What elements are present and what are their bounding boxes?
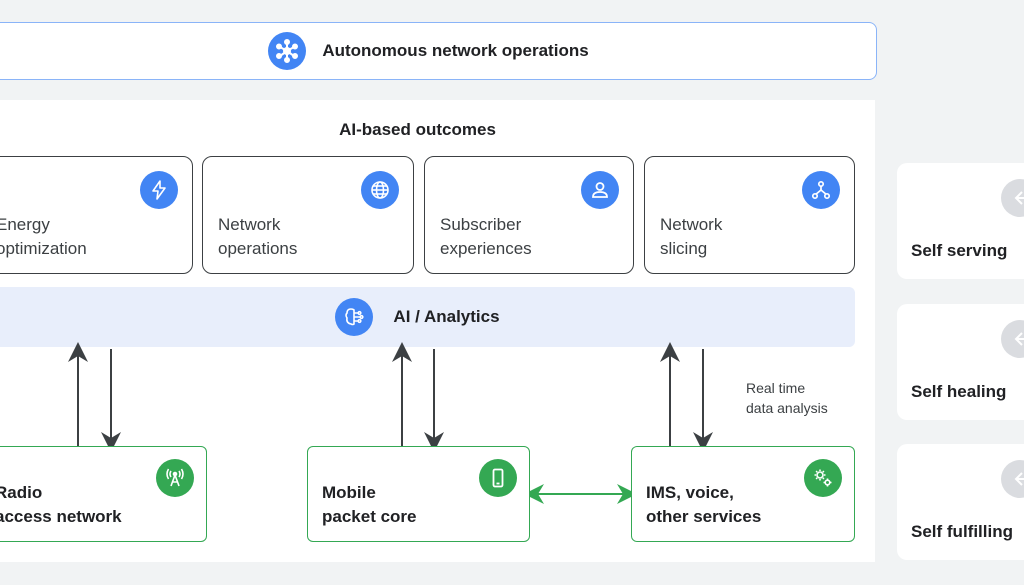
side-card-self-healing: Self healing <box>897 304 1024 420</box>
side-card-self-fulfilling: Self fulfilling <box>897 444 1024 560</box>
outcome-card-network-operations: Network operations <box>202 156 414 274</box>
hub-icon <box>268 32 307 70</box>
infra-card-ims: IMS, voice, other services <box>631 446 855 542</box>
side-card-self-serving: Self serving <box>897 163 1024 279</box>
arrow-left-icon <box>1001 460 1024 498</box>
ai-analytics-band: AI / Analytics <box>0 287 855 347</box>
globe-icon <box>361 171 399 209</box>
arrow-left-icon <box>1001 320 1024 358</box>
outcome-label: Energy optimization <box>0 215 87 258</box>
real-time-label: Real time data analysis <box>746 380 828 416</box>
antenna-icon <box>156 459 194 497</box>
banner-title: Autonomous network operations <box>322 41 589 60</box>
infra-card-radio: Radio access network <box>0 446 207 542</box>
analytics-title: AI / Analytics <box>393 307 500 326</box>
infra-label: Mobile packet core <box>322 483 417 526</box>
side-card-label: Self healing <box>911 382 1007 401</box>
phone-icon <box>479 459 517 497</box>
autonomous-network-banner: Autonomous network operations <box>0 22 877 80</box>
outcome-label: Network operations <box>218 215 298 258</box>
infra-card-mobile-core: Mobile packet core <box>307 446 530 542</box>
arrow-left-icon <box>1001 179 1024 217</box>
ai-chip-icon <box>335 298 374 336</box>
bolt-icon <box>140 171 178 209</box>
outcome-card-network-slicing: Network slicing <box>644 156 855 274</box>
outcomes-title: AI-based outcomes <box>339 120 496 139</box>
outcome-label: Network slicing <box>660 215 723 258</box>
outcome-card-energy: Energy optimization <box>0 156 193 274</box>
outcome-card-subscriber-experiences: Subscriber experiences <box>424 156 634 274</box>
gears-icon <box>804 459 842 497</box>
side-card-label: Self serving <box>911 241 1008 260</box>
branch-icon <box>802 171 840 209</box>
infra-label: IMS, voice, other services <box>646 483 762 526</box>
side-card-label: Self fulfilling <box>911 522 1013 541</box>
outcome-label: Subscriber experiences <box>440 215 532 258</box>
person-icon <box>581 171 619 209</box>
infra-label: Radio access network <box>0 483 122 526</box>
